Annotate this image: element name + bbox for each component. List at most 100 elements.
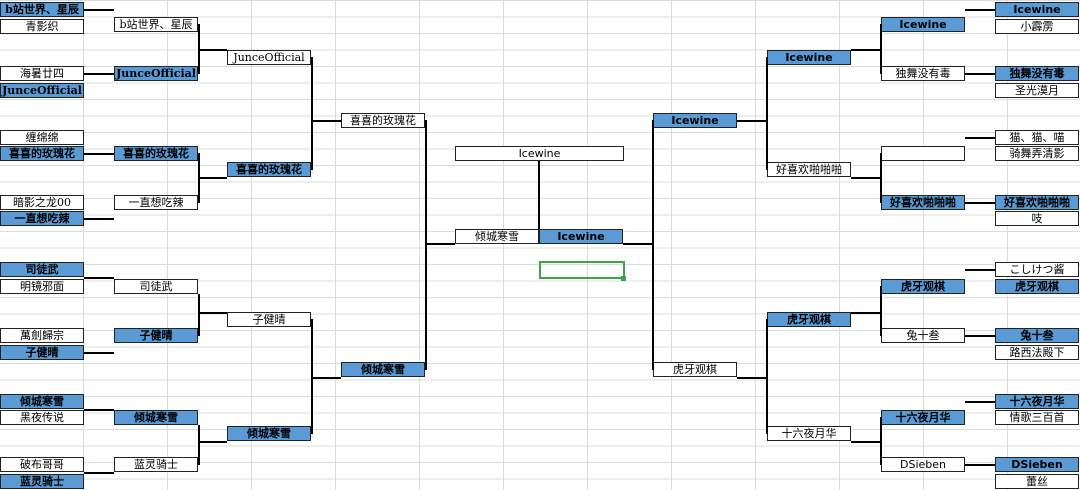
right-r2-entry[interactable]: 十六夜月华 [881, 410, 965, 425]
right-r1-entry[interactable]: 吱 [995, 211, 1079, 226]
left-r1-entry[interactable]: 破布哥哥 [0, 457, 84, 472]
right-r3-entry[interactable]: 十六夜月华 [767, 426, 851, 441]
bracket-line [84, 73, 114, 75]
right-r2-entry[interactable]: Icewine [881, 17, 965, 32]
right-r1-entry[interactable]: 兔十叁 [995, 328, 1079, 343]
left-r3-entry[interactable]: 喜喜的玫瑰花 [227, 162, 311, 177]
right-r1-entry[interactable]: 骑舞弄清影 [995, 146, 1079, 161]
left-r4-entry[interactable]: 喜喜的玫瑰花 [341, 113, 425, 128]
left-r1-entry[interactable]: 萬劍歸宗 [0, 328, 84, 343]
selected-cell[interactable] [539, 261, 625, 279]
left-r1-entry[interactable]: b站世界、星辰 [0, 2, 84, 17]
bracket-line [311, 377, 341, 379]
bracket-line [737, 120, 767, 122]
bracket-line [198, 177, 227, 179]
bracket-line [737, 377, 767, 379]
bracket-line [965, 202, 995, 204]
bracket-line [198, 49, 227, 51]
left-r2-entry[interactable]: 司徒武 [114, 279, 198, 294]
right-r2-blank[interactable] [881, 146, 965, 161]
right-r1-entry[interactable]: こしけつ酱 [995, 262, 1079, 277]
right-r3-entry[interactable]: 好喜欢啪啪啪 [767, 162, 851, 177]
left-r1-entry[interactable]: 司徒武 [0, 262, 84, 277]
bracket-line [311, 57, 313, 170]
right-r3-entry[interactable]: 虎牙观棋 [767, 312, 851, 327]
left-r1-entry[interactable]: 倾城寒雪 [0, 394, 84, 409]
left-r2-entry[interactable]: 一直想吃辣 [114, 195, 198, 210]
left-r1-entry[interactable]: 海暑廿四 [0, 66, 84, 81]
bracket-line [880, 24, 882, 74]
bracket-line [538, 161, 540, 229]
bracket-line [851, 177, 881, 179]
bracket-line [851, 49, 881, 51]
right-r1-entry[interactable]: 蕾丝 [995, 474, 1079, 489]
bracket-line [198, 312, 227, 314]
bracket-line [766, 319, 768, 434]
bracket-line [425, 120, 427, 370]
right-r3-entry[interactable]: Icewine [767, 50, 851, 65]
left-r1-entry[interactable]: 蓝灵骑士 [0, 474, 84, 489]
left-r2-entry[interactable]: 子健晴 [114, 328, 198, 343]
right-r2-entry[interactable]: 独舞没有毒 [881, 66, 965, 81]
left-r4-entry[interactable]: 倾城寒雪 [341, 362, 425, 377]
left-r1-entry[interactable]: 一直想吃辣 [0, 211, 84, 226]
left-r1-entry[interactable]: 青影织 [0, 19, 84, 34]
right-r1-entry[interactable]: 圣光漠月 [995, 83, 1079, 98]
left-r3-entry[interactable]: 子健晴 [227, 312, 311, 327]
right-r1-entry[interactable]: 路西法殿下 [995, 345, 1079, 360]
right-r1-entry[interactable]: 情歌三百首 [995, 410, 1079, 425]
right-r4-entry[interactable]: Icewine [653, 113, 737, 128]
right-r4-entry[interactable]: 虎牙观棋 [653, 362, 737, 377]
left-r1-entry[interactable]: 子健晴 [0, 345, 84, 360]
right-r2-entry[interactable]: DSieben [881, 457, 965, 472]
left-r3-entry[interactable]: JunceOfficial [227, 50, 311, 65]
left-r1-entry[interactable]: JunceOfficial [0, 83, 84, 98]
bracket-line [623, 243, 653, 245]
bracket-line [766, 57, 768, 170]
bracket-line [84, 153, 114, 155]
bracket-line [198, 441, 227, 443]
right-r1-entry[interactable]: 小霹雳 [995, 19, 1079, 34]
bracket-line [880, 153, 882, 203]
right-r2-entry[interactable]: 好喜欢啪啪啪 [881, 195, 965, 210]
left-r2-entry[interactable]: b站世界、星辰 [114, 17, 198, 32]
right-r1-entry[interactable]: 猫、猫、喵 [995, 130, 1079, 145]
bracket-line [851, 312, 881, 314]
bracket-line [84, 352, 114, 354]
right-finalist-cell[interactable]: Icewine [539, 229, 623, 244]
left-r1-entry[interactable]: 黑夜传说 [0, 410, 84, 425]
bracket-line [311, 319, 313, 434]
left-r3-entry[interactable]: 倾城寒雪 [227, 426, 311, 441]
bracket-line [84, 409, 114, 411]
left-finalist-cell[interactable]: 倾城寒雪 [455, 229, 539, 244]
right-r1-entry[interactable]: DSieben [995, 457, 1079, 472]
right-r2-entry[interactable]: 兔十叁 [881, 328, 965, 343]
bracket-line [965, 9, 995, 11]
right-r2-entry[interactable]: 虎牙观棋 [881, 279, 965, 294]
right-r1-entry[interactable]: 独舞没有毒 [995, 66, 1079, 81]
left-r2-entry[interactable]: JunceOfficial [114, 66, 198, 81]
bracket-line [198, 425, 200, 465]
bracket-line [965, 401, 995, 403]
left-r1-entry[interactable]: 喜喜的玫瑰花 [0, 146, 84, 161]
left-r2-entry[interactable]: 蓝灵骑士 [114, 457, 198, 472]
right-r1-entry[interactable]: 虎牙观棋 [995, 279, 1079, 294]
bracket-line [880, 417, 882, 465]
right-r1-entry[interactable]: 好喜欢啪啪啪 [995, 195, 1079, 210]
right-r1-entry[interactable]: Icewine [995, 2, 1079, 17]
left-r2-entry[interactable]: 喜喜的玫瑰花 [114, 146, 198, 161]
champion-cell[interactable]: Icewine [455, 146, 624, 161]
fill-handle[interactable] [621, 276, 626, 281]
left-r1-entry[interactable]: 缠绵绵 [0, 130, 84, 145]
bracket-line [965, 464, 995, 466]
bracket-line [965, 335, 995, 337]
bracket-line [425, 243, 455, 245]
left-r1-entry[interactable]: 暗影之龙00 [0, 195, 84, 210]
bracket-line [965, 137, 995, 139]
right-r1-entry[interactable]: 十六夜月华 [995, 394, 1079, 409]
bracket-line [84, 9, 114, 11]
bracket-line [965, 269, 995, 271]
left-r1-entry[interactable]: 明镜邪面 [0, 279, 84, 294]
left-r2-entry[interactable]: 倾城寒雪 [114, 410, 198, 425]
